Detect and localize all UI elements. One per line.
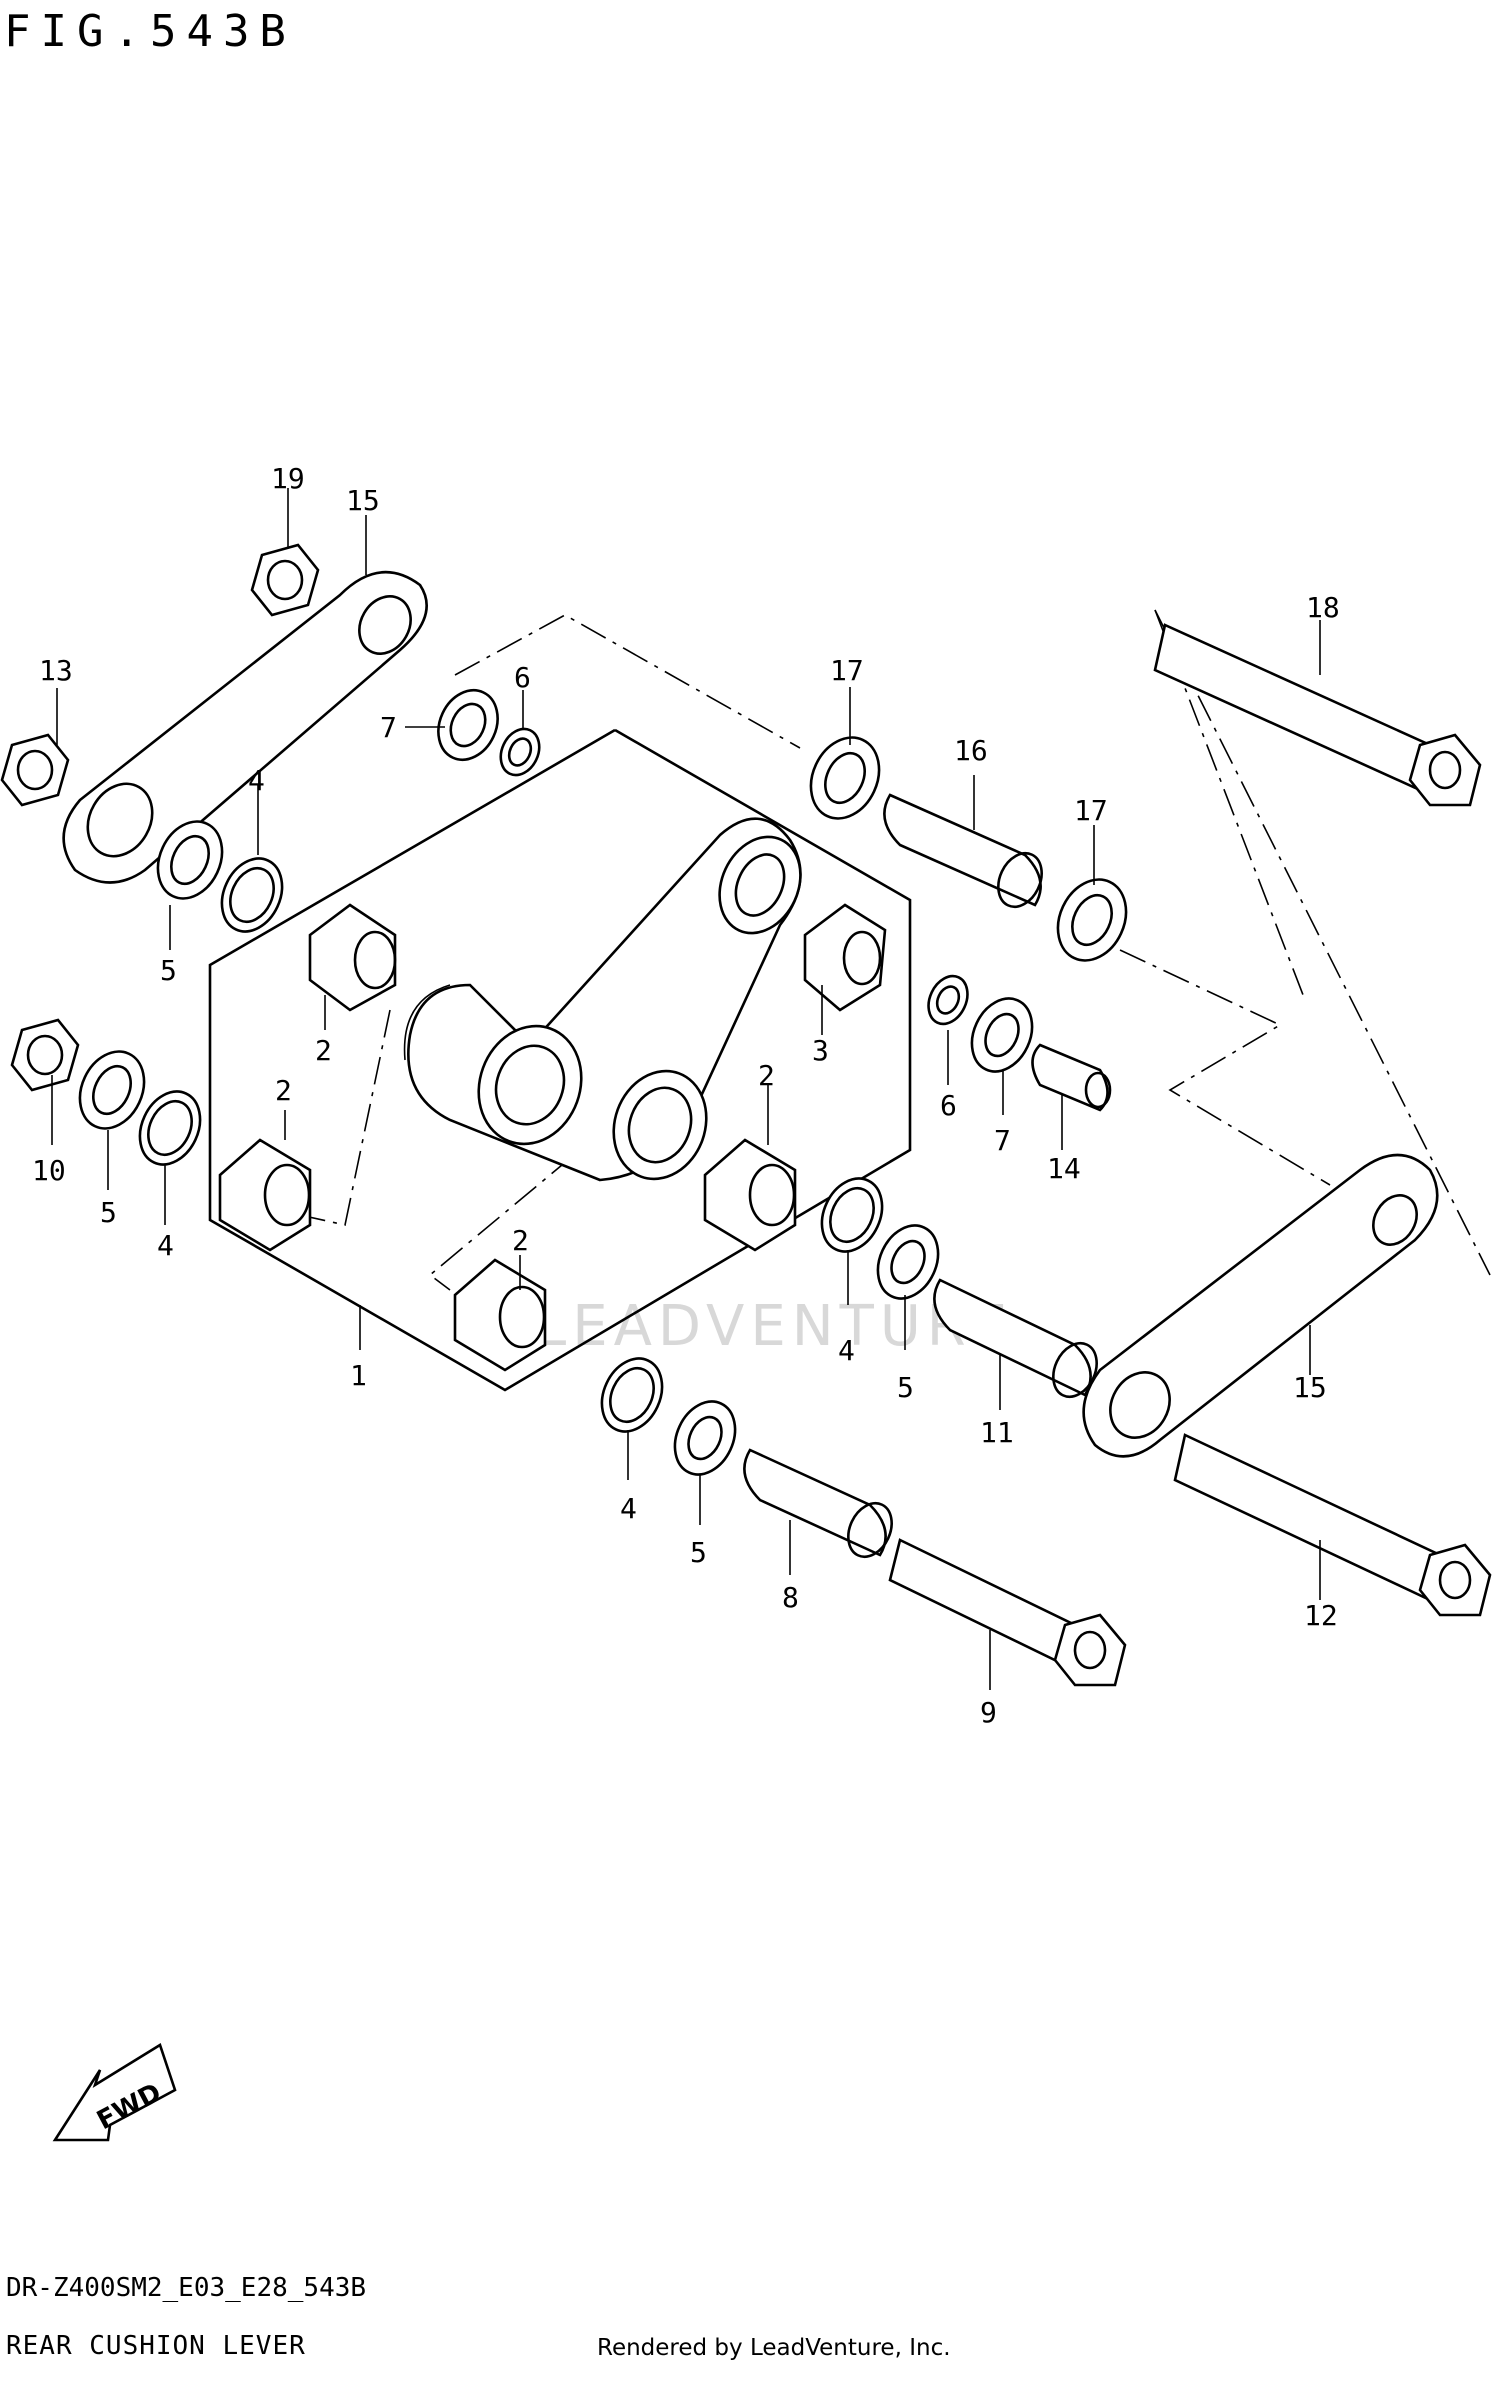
callout-12: 12 xyxy=(1304,1599,1338,1632)
callout-15-upper: 15 xyxy=(346,484,380,517)
callout-4-bottom: 4 xyxy=(620,1492,637,1525)
callout-2-c: 2 xyxy=(758,1059,775,1092)
callout-15-lower: 15 xyxy=(1293,1371,1327,1404)
callout-13: 13 xyxy=(39,654,73,687)
spacers xyxy=(743,793,1112,1559)
nut-19 xyxy=(250,543,320,617)
callout-2-b: 2 xyxy=(275,1074,292,1107)
callout-6-upper: 6 xyxy=(514,661,531,694)
model-code: DR-Z400SM2_E03_E28_543B xyxy=(6,2273,367,2303)
callout-labels: 19 15 13 6 7 17 16 18 4 5 17 2 3 2 2 6 7… xyxy=(32,462,1340,1729)
callout-3: 3 xyxy=(812,1034,829,1067)
callout-4-mid: 4 xyxy=(838,1334,855,1367)
assembly-outline xyxy=(208,728,912,1392)
cushion-rod-upper xyxy=(62,570,428,884)
bearings xyxy=(218,903,887,1372)
callout-16: 16 xyxy=(954,734,988,767)
callout-9: 9 xyxy=(980,1696,997,1729)
leader-lines xyxy=(51,488,1321,1690)
nut-10 xyxy=(10,1018,80,1092)
callout-18: 18 xyxy=(1306,591,1340,624)
rendered-by-credit: Rendered by LeadVenture, Inc. xyxy=(597,2335,951,2361)
cushion-rod-lower xyxy=(1082,1153,1439,1458)
nut-13 xyxy=(0,733,70,807)
section-name: REAR CUSHION LEVER xyxy=(6,2331,306,2361)
callout-7-upper: 7 xyxy=(380,711,397,744)
callout-17-upper: 17 xyxy=(830,654,864,687)
callout-5-upper: 5 xyxy=(160,954,177,987)
callout-5-bottom: 5 xyxy=(690,1536,707,1569)
callout-5-mid: 5 xyxy=(897,1371,914,1404)
callout-17-lower: 17 xyxy=(1074,794,1108,827)
washers xyxy=(78,688,1128,1476)
callout-6-lower: 6 xyxy=(940,1089,957,1122)
callout-19: 19 xyxy=(271,462,305,495)
callout-7-lower: 7 xyxy=(994,1124,1011,1157)
callout-2-a: 2 xyxy=(315,1034,332,1067)
callout-11: 11 xyxy=(980,1416,1014,1449)
callout-14: 14 xyxy=(1047,1152,1081,1185)
callout-2-d: 2 xyxy=(512,1224,529,1257)
callout-10: 10 xyxy=(32,1154,66,1187)
callout-4-upper: 4 xyxy=(248,764,265,797)
callout-5-left: 5 xyxy=(100,1196,117,1229)
fwd-arrow-icon: FWD xyxy=(52,2043,177,2142)
bolts xyxy=(888,623,1492,1687)
callout-1: 1 xyxy=(350,1359,367,1392)
cushion-lever-part xyxy=(403,817,802,1182)
callout-8: 8 xyxy=(782,1581,799,1614)
figure-title: FIG.543B xyxy=(4,6,296,57)
callout-4-left: 4 xyxy=(157,1229,174,1262)
